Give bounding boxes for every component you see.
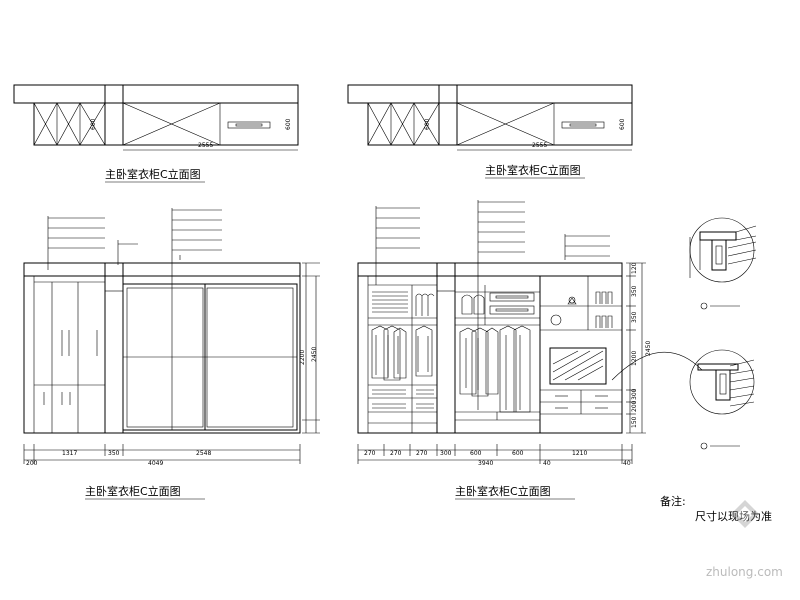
right-dim-total: 3940: [478, 460, 493, 467]
right-dim-1: 270: [364, 450, 376, 457]
right-h-5: 300: [631, 388, 638, 400]
right-h-total: 2450: [645, 341, 652, 356]
right-h-3: 350: [631, 311, 638, 323]
detail-1: [689, 217, 757, 310]
title-top-right: 主卧室衣柜C立面图: [485, 163, 581, 177]
title-bottom-right: 主卧室衣柜C立面图: [455, 484, 551, 498]
detail-2: [689, 349, 755, 450]
right-dim-2: 270: [390, 450, 402, 457]
right-elevation: 270 270 270 300 600 600 1210 3940 40 40 …: [357, 200, 703, 467]
right-dim-side: 40: [623, 460, 631, 467]
left-dim-1: 1317: [62, 450, 77, 457]
left-dim-total: 4049: [148, 460, 163, 467]
plan-right-width: 2555: [532, 142, 547, 149]
notes-text: 尺寸以现场为准: [695, 509, 772, 523]
plan-left-width: 2555: [198, 142, 213, 149]
right-h-7: 150: [631, 416, 638, 428]
watermark-text: zhulong.com: [706, 565, 783, 579]
watermark-logo: [731, 500, 759, 528]
right-dim-6: 600: [512, 450, 524, 457]
title-bottom-left: 主卧室衣柜C立面图: [85, 484, 181, 498]
plan-left-h2: 600: [285, 118, 292, 130]
left-dim-3: 2548: [196, 450, 211, 457]
right-dim-mid: 40: [543, 460, 551, 467]
right-dim-4: 300: [440, 450, 452, 457]
title-top-left: 主卧室衣柜C立面图: [105, 167, 201, 181]
right-dim-3: 270: [416, 450, 428, 457]
plan-right-h2: 600: [619, 118, 626, 130]
notes-label: 备注:: [660, 494, 686, 508]
plan-view-left: 2555 600 600: [13, 84, 299, 151]
plan-left-h1: 600: [90, 118, 97, 130]
right-dim-5: 600: [470, 450, 482, 457]
right-h-2: 350: [631, 285, 638, 297]
left-dim-side: 200: [26, 460, 38, 467]
right-h-6: 200: [631, 400, 638, 412]
left-height-inner: 2200: [299, 350, 306, 365]
left-height-total: 2450: [311, 347, 318, 362]
plan-right-h1: 600: [424, 118, 431, 130]
right-h-1: 120: [631, 262, 638, 274]
right-dim-7: 1210: [572, 450, 587, 457]
left-dim-2: 350: [108, 450, 120, 457]
left-elevation: 1317 350 2548 4049 200 2200 2450: [23, 208, 320, 467]
right-h-4: 1200: [631, 351, 638, 366]
plan-view-right: 2555 600 600: [347, 84, 633, 151]
